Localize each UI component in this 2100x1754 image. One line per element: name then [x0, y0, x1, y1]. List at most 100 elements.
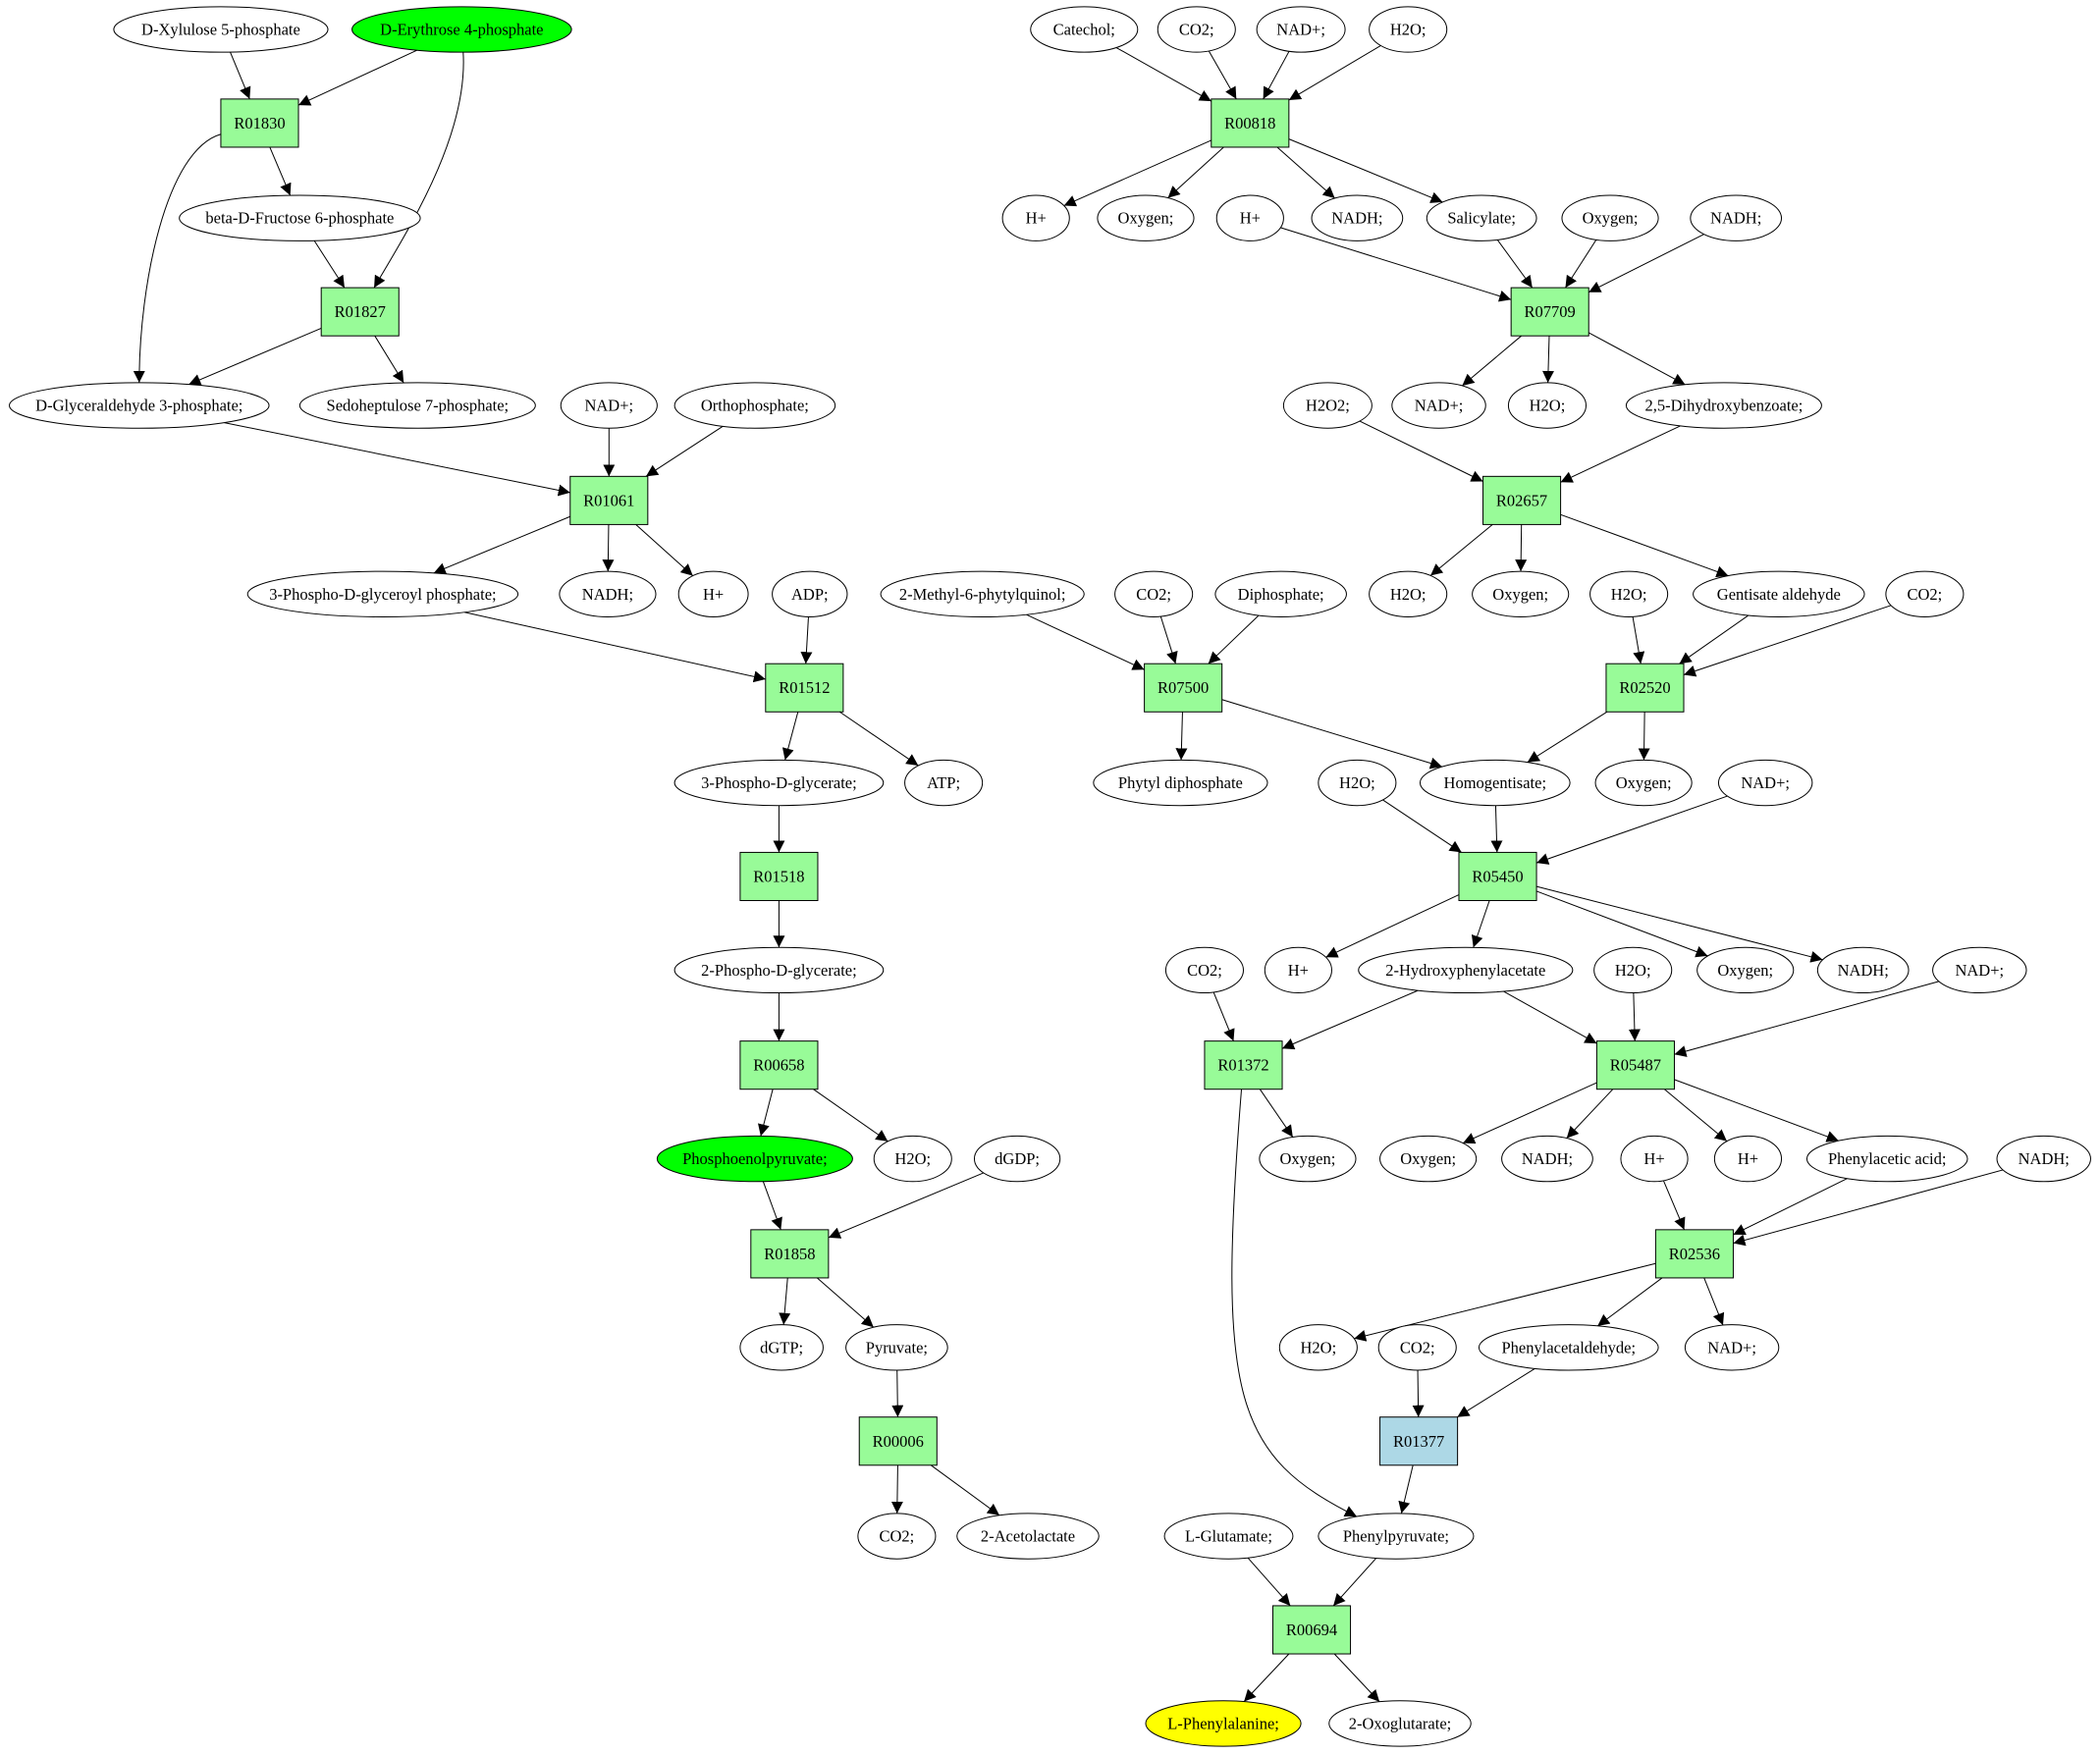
metabolite-label: 2-Phospho-D-glycerate;	[701, 961, 857, 980]
metabolite-nadh-3: NADH;	[1690, 194, 1783, 241]
edge-R02657-to-h2o_4	[1429, 524, 1493, 576]
metabolite-shape	[673, 759, 885, 807]
metabolite-shape	[1690, 194, 1783, 241]
reaction-label: R01827	[335, 302, 386, 321]
metabolite-label: NAD+;	[584, 397, 633, 415]
reaction-R02657: R02657	[1482, 475, 1562, 525]
edge-R00006-to-acetolactate	[930, 1464, 1000, 1516]
metabolite-label: NADH;	[1710, 209, 1761, 228]
metabolite-nadh-6: NADH;	[1996, 1135, 2091, 1183]
metabolite-dgtp: dGTP;	[739, 1324, 824, 1371]
edge-nad_4-to-R05450	[1535, 795, 1728, 865]
metabolite-phospho-3-glycerate: 3-Phospho-D-glycerate;	[673, 759, 885, 807]
metabolite-dgdp: dGDP;	[973, 1135, 1061, 1183]
metabolite-acetolactate: 2-Acetolactate	[956, 1513, 1100, 1560]
edge-nadh_6-to-R02536	[1733, 1169, 2004, 1247]
metabolite-label: H2O;	[1615, 961, 1651, 980]
metabolite-nad-3: NAD+;	[1391, 382, 1486, 429]
metabolite-nadh-5: NADH;	[1501, 1135, 1593, 1183]
edge-R01377-to-phenylpyruvate	[1398, 1464, 1414, 1515]
reaction-box	[1271, 1605, 1352, 1655]
metabolite-shape	[1097, 194, 1195, 241]
metabolite-d-erythrose-4p: D-Erythrose 4-phosphate	[351, 6, 572, 53]
edge-R00694-to-oxoglutarate	[1333, 1653, 1380, 1703]
edge-R01061-to-hplus_1	[635, 524, 694, 576]
edge-R01858-to-pyruvate	[817, 1277, 875, 1328]
metabolite-shape	[956, 1513, 1100, 1560]
metabolite-nad-5: NAD+;	[1932, 946, 2027, 994]
metabolite-label: Oxygen;	[1280, 1149, 1336, 1168]
reaction-R00658: R00658	[739, 1040, 819, 1090]
metabolite-label: dGDP;	[995, 1149, 1040, 1168]
metabolite-label: NADH;	[1522, 1149, 1573, 1168]
edge-oxygen_2-to-R07709	[1565, 239, 1597, 289]
metabolite-oxygen-3: Oxygen;	[1472, 570, 1570, 617]
edge-hplus_3-to-R07709	[1280, 227, 1512, 302]
metabolite-shape	[1501, 1135, 1593, 1183]
edge-R02657-to-oxygen_3	[1515, 524, 1528, 572]
edge-R02657-to-gentisate_aldehyde	[1560, 513, 1729, 578]
metabolite-shape	[973, 1135, 1061, 1183]
metabolite-label: NADH;	[1331, 209, 1382, 228]
metabolite-label: ATP;	[927, 773, 960, 792]
edge-R02536-to-nad_6	[1703, 1277, 1725, 1326]
metabolite-shape	[1358, 946, 1574, 994]
metabolite-shape	[1816, 946, 1910, 994]
metabolite-label: D-Erythrose 4-phosphate	[380, 20, 543, 38]
edge-R05487-to-phenylacetic_acid	[1674, 1079, 1839, 1143]
metabolite-label: NAD+;	[1955, 961, 2004, 980]
metabolite-pep: Phosphoenolpyruvate;	[656, 1135, 853, 1183]
metabolite-label: H+	[1026, 209, 1047, 228]
metabolite-shape	[1259, 1135, 1357, 1183]
edge-h2o2-to-R02657	[1359, 420, 1483, 482]
metabolite-label: H2O2;	[1306, 397, 1350, 415]
edge-R07709-to-h2o_3	[1541, 336, 1554, 383]
edge-R05487-to-nadh_5	[1566, 1089, 1614, 1139]
metabolite-label: NADH;	[2019, 1149, 2070, 1168]
metabolite-shape	[1693, 570, 1865, 617]
metabolite-hplus-5: H+	[1620, 1135, 1689, 1183]
metabolite-oxygen-7: Oxygen;	[1379, 1135, 1478, 1183]
edge-dihydroxybenzoate-to-R02657	[1560, 425, 1681, 483]
metabolite-l-glutamate: L-Glutamate;	[1163, 1513, 1294, 1560]
metabolite-shape	[1318, 1513, 1475, 1560]
metabolite-label: beta-D-Fructose 6-phosphate	[205, 209, 394, 228]
metabolite-shape	[739, 1324, 824, 1371]
metabolite-h2o-5: H2O;	[1589, 570, 1669, 617]
metabolite-shape	[1593, 946, 1673, 994]
edge-phenylacetaldehyde-to-R01377	[1457, 1367, 1535, 1418]
edge-h2o_7-to-R05487	[1628, 992, 1641, 1041]
edge-phenylpyruvate-to-R00694	[1332, 1558, 1377, 1607]
metabolite-shape	[1145, 1700, 1302, 1747]
edge-orthophosphate-to-R01061	[645, 425, 724, 477]
reaction-R01830: R01830	[220, 98, 299, 148]
reaction-box	[320, 287, 400, 337]
metabolite-shape	[1278, 1324, 1358, 1371]
metabolite-label: D-Glyceraldehyde 3-phosphate;	[35, 397, 242, 415]
edge-R07500-to-homogentisate	[1221, 699, 1443, 770]
reaction-label: R07500	[1158, 678, 1209, 697]
edge-h2o_2-to-R00818	[1288, 45, 1381, 101]
metabolite-shape	[1696, 946, 1795, 994]
metabolite-h2o-2: H2O;	[1369, 6, 1448, 53]
edge-R00818-to-salicylate	[1288, 138, 1443, 203]
metabolite-label: H2O;	[1339, 773, 1375, 792]
edge-co2_6-to-R01377	[1412, 1370, 1425, 1417]
metabolite-shape	[845, 1324, 948, 1371]
edge-hplus_5-to-R02536	[1662, 1180, 1686, 1231]
edge-R01830-to-beta_d_fructose_6p	[269, 146, 292, 196]
metabolite-shape	[1311, 194, 1404, 241]
metabolite-label: NADH;	[582, 585, 633, 604]
reaction-label: R00006	[873, 1432, 924, 1451]
metabolite-label: Oxygen;	[1400, 1149, 1456, 1168]
edge-co2_5-to-R01372	[1212, 991, 1235, 1041]
reaction-R01858: R01858	[750, 1229, 830, 1279]
reaction-R05450: R05450	[1458, 851, 1537, 901]
metabolite-phenylacetaldehyde: Phenylacetaldehyde;	[1478, 1324, 1659, 1371]
metabolite-label: Oxygen;	[1492, 585, 1548, 604]
reaction-R00694: R00694	[1271, 1605, 1352, 1655]
metabolite-label: NADH;	[1838, 961, 1889, 980]
edge-R00658-to-pep	[758, 1089, 774, 1137]
metabolite-hplus-3: H+	[1215, 194, 1284, 241]
metabolite-label: CO2;	[1187, 961, 1222, 980]
